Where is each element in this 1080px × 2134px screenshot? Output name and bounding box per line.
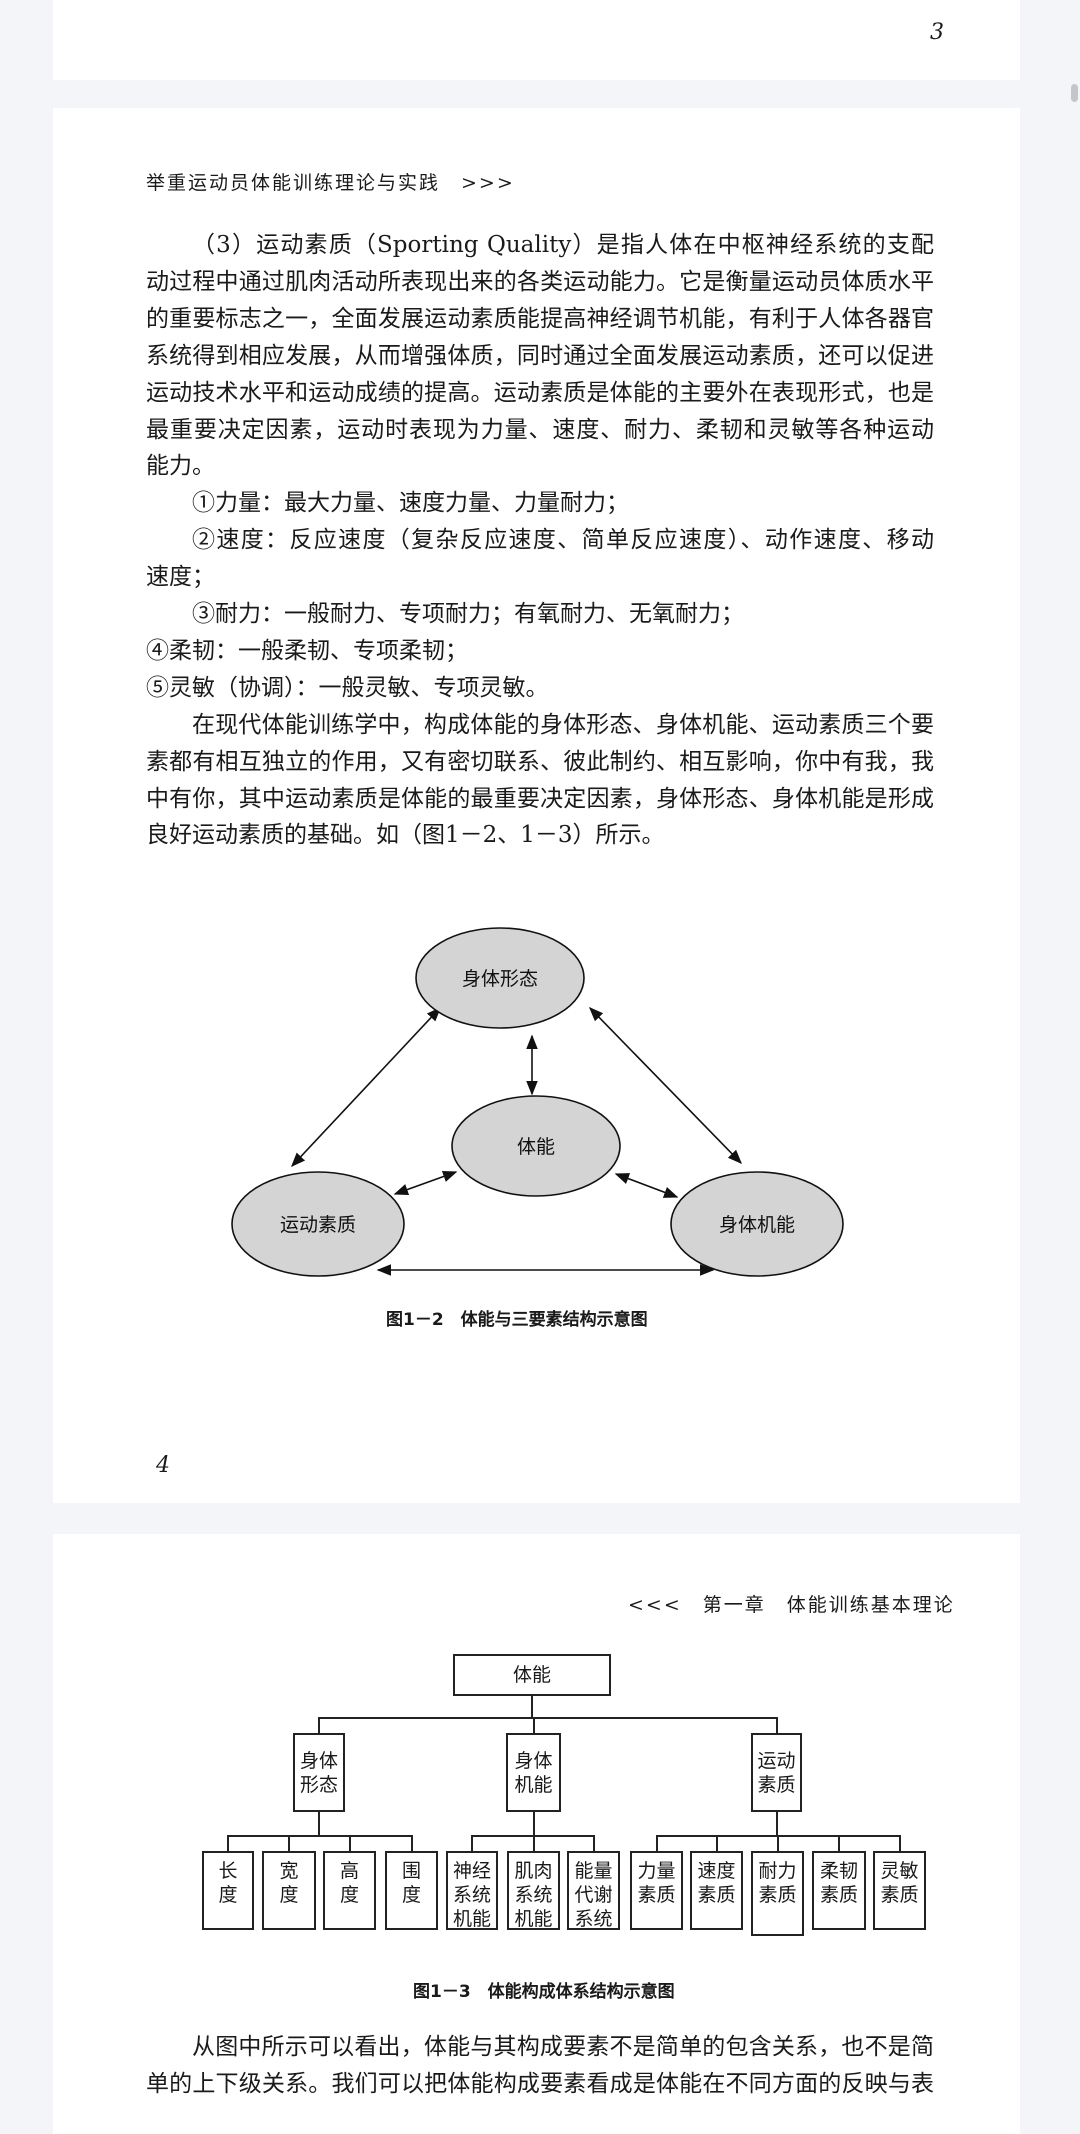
text-line: ③耐力：一般耐力、专项耐力；有氧耐力、无氧耐力； [192, 601, 744, 627]
connector-line [531, 1695, 533, 1719]
connector-line [533, 1717, 535, 1734]
text-line: 能力。 [146, 453, 215, 480]
connector-line [716, 1835, 718, 1852]
tree-leaf-box: 能量 代谢 系统 [567, 1851, 620, 1930]
box-label: 运动 素质 [757, 1749, 796, 1796]
tree-group-box: 运动 素质 [751, 1733, 802, 1812]
connector-line [227, 1835, 229, 1852]
text-line: （3）运动素质（Sporting Quality）是指人体在中枢神经系统的支配下… [192, 232, 934, 258]
arrow-center-left [393, 1170, 458, 1196]
text-line: 速度； [146, 564, 215, 591]
connector-line [227, 1835, 413, 1837]
box-label: 速度 素质 [697, 1860, 736, 1906]
connector-line [776, 1717, 778, 1734]
connector-line [838, 1835, 840, 1852]
tree-leaf-box: 围 度 [385, 1851, 438, 1930]
node-label: 身体形态 [462, 968, 538, 990]
text-line: 最重要决定因素，运动时表现为力量、速度、耐力、柔韧和灵敏等各种运动 [146, 416, 934, 443]
tree-leaf-box: 速度 素质 [690, 1851, 743, 1930]
node-body-function [670, 1171, 844, 1277]
box-label: 身体 机能 [514, 1749, 553, 1796]
tree-leaf-box: 神经 系统 机能 [446, 1851, 498, 1930]
node-fitness [451, 1095, 621, 1197]
text-line: 的重要标志之一，全面发展运动素质能提高神经调节机能，有利于人体各器官 [146, 305, 934, 332]
text-line: ②速度：反应速度（复杂反应速度、简单反应速度）、动作速度、移动 [192, 527, 934, 554]
connector-line [288, 1835, 290, 1852]
connector-line [533, 1811, 535, 1837]
text-line: 良好运动素质的基础。如（图1－2、1－3）所示。 [146, 822, 665, 849]
page-3: 3 [53, 0, 1020, 80]
tree-leaf-box: 肌肉 系统 机能 [507, 1851, 560, 1930]
tree-group-box: 身体 机能 [506, 1733, 561, 1812]
box-label: 灵敏 素质 [880, 1860, 919, 1906]
figure-caption: 图1－2 体能与三要素结构示意图 [386, 1310, 648, 1330]
page-5: <<< 第一章 体能训练基本理论 体能身体 形态 身体 机能 运动 素质长 度 宽 度… [53, 1534, 1020, 2134]
tree-leaf-box: 高 度 [323, 1851, 376, 1930]
figure-1-2: 身体形态 体能 运动素质 身体机能 [231, 927, 844, 1277]
text-line: ⑤灵敏（协调）：一般灵敏、专项灵敏。 [146, 674, 549, 701]
tree-leaf-box: 力量 素质 [630, 1851, 683, 1930]
box-label: 能量 代谢 系统 [574, 1860, 613, 1930]
connector-line [899, 1835, 901, 1852]
page-number: 4 [156, 1453, 170, 1478]
text-line: 素都有相互独立的作用，又有密切联系、彼此制约、相互影响，你中有我，我 [146, 748, 934, 775]
text-line: 系统得到相应发展，从而增强体质，同时通过全面发展运动素质，还可以促进 [146, 342, 934, 369]
connector-line [593, 1835, 595, 1852]
tree-group-box: 身体 形态 [293, 1733, 345, 1812]
tree-leaf-box: 耐力 素质 [751, 1851, 804, 1936]
box-label: 肌肉 系统 机能 [514, 1860, 553, 1930]
tree-root-box: 体能 [453, 1654, 611, 1696]
arrow-top-left [291, 1006, 441, 1168]
box-label: 长 度 [218, 1860, 238, 1906]
connector-line [349, 1835, 351, 1852]
node-label: 身体机能 [719, 1214, 795, 1236]
connector-line [318, 1717, 778, 1719]
node-label: 体能 [517, 1136, 555, 1158]
tree-leaf-box: 长 度 [202, 1851, 254, 1930]
box-label: 神经 系统 机能 [452, 1860, 491, 1930]
text-line: ④柔韧：一般柔韧、专项柔韧； [146, 637, 468, 664]
tree-leaf-box: 灵敏 素质 [873, 1851, 926, 1930]
page-number: 3 [930, 20, 944, 45]
node-motor-quality [231, 1171, 405, 1277]
tree-leaf-box: 宽 度 [262, 1851, 316, 1930]
connector-line [318, 1717, 320, 1734]
running-header: <<< 第一章 体能训练基本理论 [628, 1594, 955, 1616]
text-line: 在现代体能训练学中，构成体能的身体形态、身体机能、运动素质三个要 [192, 711, 934, 738]
box-label: 力量 素质 [637, 1860, 676, 1906]
box-label: 柔韧 素质 [819, 1860, 858, 1906]
page-4: 举重运动员体能训练理论与实践 >>> （3）运动素质（Sporting Qual… [53, 108, 1020, 1503]
node-label: 运动素质 [280, 1214, 356, 1236]
connector-line [411, 1835, 413, 1852]
box-label: 耐力 素质 [758, 1860, 797, 1906]
box-label: 高 度 [339, 1860, 359, 1906]
connector-line [318, 1811, 320, 1837]
running-header: 举重运动员体能训练理论与实践 >>> [146, 172, 515, 194]
text-line: 运动技术水平和运动成绩的提高。运动素质是体能的主要外在表现形式，也是 [146, 379, 934, 406]
connector-line [777, 1835, 779, 1852]
node-body-shape [415, 927, 585, 1029]
connector-line [471, 1835, 473, 1852]
scrollbar-thumb[interactable] [1071, 84, 1078, 102]
connector-line [656, 1835, 658, 1852]
text-line: ①力量：最大力量、速度力量、力量耐力； [192, 490, 629, 517]
text-line: 中有你，其中运动素质是体能的最重要决定因素，身体形态、身体机能是形成 [146, 785, 934, 812]
box-label: 身体 形态 [299, 1749, 338, 1796]
arrow-top-right [588, 1006, 743, 1165]
text-line: 单的上下级关系。我们可以把体能构成要素看成是体能在不同方面的反映与表 [146, 2071, 934, 2097]
connector-line [776, 1811, 778, 1837]
figure-caption: 图1－3 体能构成体系结构示意图 [413, 1982, 675, 2002]
box-label: 宽 度 [279, 1860, 299, 1906]
connector-line [533, 1835, 535, 1852]
box-label: 围 度 [401, 1860, 421, 1906]
arrow-center-right [614, 1173, 679, 1198]
tree-leaf-box: 柔韧 素质 [812, 1851, 866, 1930]
box-label: 体能 [512, 1664, 551, 1686]
text-line: 从图中所示可以看出，体能与其构成要素不是简单的包含关系，也不是简 [192, 2034, 934, 2060]
text-line: 动过程中通过肌肉活动所表现出来的各类运动能力。它是衡量运动员体质水平 [146, 268, 934, 295]
